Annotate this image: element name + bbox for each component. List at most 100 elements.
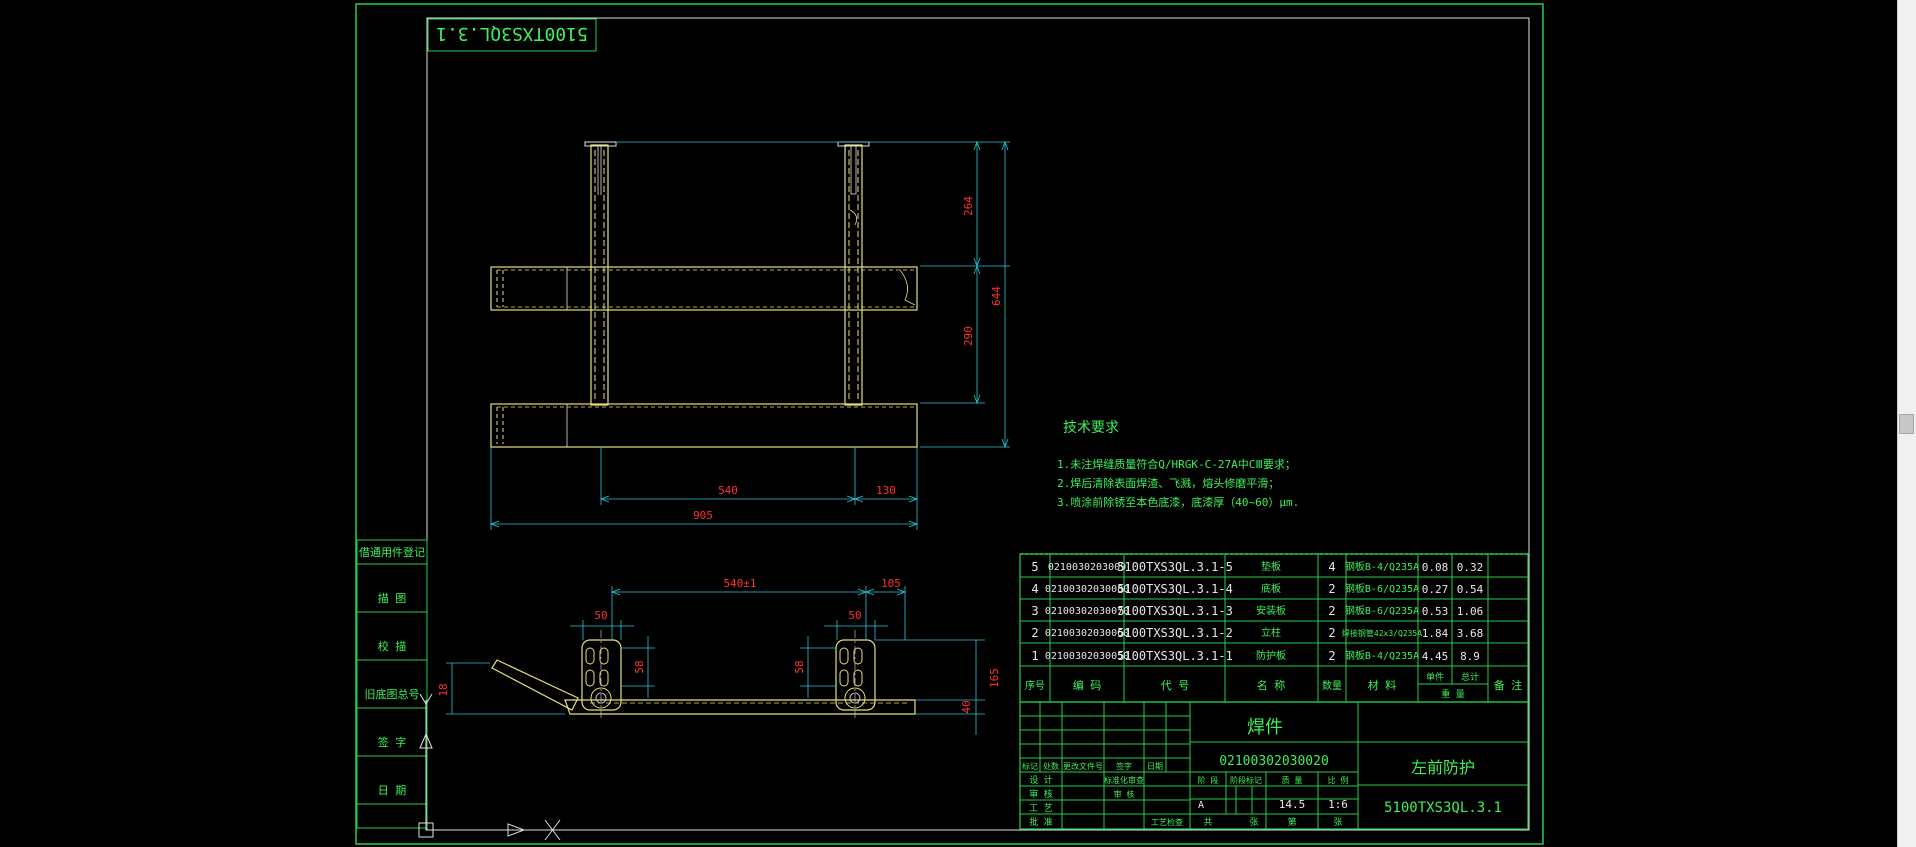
bom-header: 序号 编 码 代 号 名 称 数量 材 料 单件 总计 重 量 备 注	[1025, 671, 1522, 700]
tb-code: 02100302030020	[1219, 754, 1329, 769]
bom-cell: 焊接钢管42x3/Q235A	[1342, 628, 1422, 638]
tb-role: 设 计	[1029, 774, 1052, 786]
tb-role: 批 准	[1029, 816, 1052, 828]
dim-290: 290	[962, 326, 975, 346]
side-label-3: 旧底图总号	[365, 687, 420, 701]
tb-bottom-label: 第	[1287, 816, 1296, 828]
bom-cell: 02100302030080	[1045, 584, 1129, 595]
bom-cell: 0.32	[1457, 561, 1484, 574]
tb-mid-label: 阶段标记	[1230, 775, 1262, 785]
bom-header-cell: 备 注	[1494, 678, 1523, 692]
dim-540e1: 540±1	[723, 577, 756, 590]
bom-cell: 1	[1031, 649, 1038, 663]
bom-cell: 0210030203009	[1048, 562, 1126, 573]
tb-small-label: 签字	[1116, 761, 1132, 771]
bom-header-cell: 数量	[1322, 679, 1342, 692]
bom-cell: 5100TXS3QL.3.1-2	[1117, 626, 1233, 640]
title-block: 标记 处数 更改文件号 签字 日期 设 计 审 核 工 艺 批 准 工艺检查 标…	[1019, 701, 1529, 830]
tb-role: 工 艺	[1029, 803, 1052, 814]
mirrored-id-box	[427, 18, 597, 52]
bom-cell: 5100TXS3QL.3.1-3	[1117, 604, 1233, 618]
left-side-table: 借通用件登记 描 图 校 描 旧底图总号 签 字 日 期	[356, 539, 428, 829]
tb-small-label: 日期	[1147, 762, 1163, 771]
dim-50-left: 50	[594, 609, 607, 622]
dim-40: 40	[960, 700, 973, 713]
bom-cell: 安装板	[1256, 604, 1286, 617]
tb-bottom-label: 张	[1333, 817, 1342, 828]
dim-58-left: 58	[633, 660, 646, 673]
bom-cell: 02100302030060	[1045, 628, 1129, 639]
bom-cell: 3.68	[1457, 627, 1484, 640]
bom-cell: 垫板	[1261, 560, 1281, 573]
dim-905: 905	[693, 509, 713, 522]
scrollbar-thumb[interactable]	[1899, 414, 1914, 434]
dim-50-right: 50	[848, 609, 861, 622]
tb-bottom-label: 共	[1203, 817, 1212, 828]
plan-dimensions: 540±1 105 50 50 58 58 18 165 40	[437, 577, 1001, 735]
side-label-4: 签 字	[378, 735, 407, 749]
bom-cell: 2	[1328, 604, 1335, 618]
bom-header-cell: 序号	[1025, 679, 1045, 692]
bom-cell: 4	[1328, 560, 1335, 574]
bom-row: 3 02100302030070 5100TXS3QL.3.1-3 安装板 2 …	[1031, 604, 1483, 618]
bom-cell: 4.45	[1422, 650, 1449, 663]
dim-130: 130	[876, 484, 896, 497]
vertical-scrollbar[interactable]	[1897, 0, 1916, 847]
bom-header-cell: 总计	[1461, 671, 1479, 683]
tb-std-label: 审 核	[1114, 789, 1135, 799]
bom-header-cell: 编 码	[1073, 678, 1102, 692]
tb-name: 左前防护	[1411, 758, 1475, 777]
tb-mid-label: 阶 段	[1198, 775, 1219, 785]
tb-role: 审 核	[1029, 788, 1052, 800]
mirrored-id-text: 5100TXS3QL.3.1	[436, 23, 588, 44]
bom-cell: 钢板B-4/Q235A	[1345, 649, 1419, 662]
bom-cell: 2	[1031, 626, 1038, 640]
bom-rows: 5 0210030203009 5100TXS3QL.3.1-5 垫板 4 钢板…	[1031, 560, 1483, 663]
bom-cell: 底板	[1261, 582, 1281, 595]
tech-line-1: 1.未注焊缝质量符合Q/HRGK-C-27A中CⅢ要求；	[1057, 457, 1296, 471]
bom-header-cell: 名 称	[1257, 678, 1286, 692]
plan-view	[491, 630, 916, 718]
bom-cell: 8.9	[1460, 650, 1480, 663]
side-label-0: 借通用件登记	[359, 545, 425, 559]
bom-row: 2 02100302030060 5100TXS3QL.3.1-2 立柱 2 焊…	[1031, 626, 1483, 640]
bom-cell: 0.54	[1457, 583, 1484, 596]
tb-mid-label: 比 例	[1328, 775, 1349, 785]
tech-line-3: 3.喷涂前除锈至本色底漆，底漆厚（40~60）μm.	[1057, 495, 1299, 509]
bom-cell: 钢板B-4/Q235A	[1345, 560, 1419, 573]
bom-cell: 5100TXS3QL.3.1-5	[1117, 560, 1233, 574]
front-view	[490, 141, 918, 448]
dim-165: 165	[988, 668, 1001, 688]
ucs-icon	[418, 693, 561, 841]
dim-540: 540	[718, 484, 738, 497]
technical-requirements: 技术要求 1.未注焊缝质量符合Q/HRGK-C-27A中CⅢ要求； 2.焊后清除…	[1057, 420, 1299, 509]
tech-line-2: 2.焊后清除表面焊渣、飞溅，熔头修磨平滑；	[1057, 476, 1279, 490]
front-dimensions: 264 644 290 540 130 905	[489, 140, 1010, 530]
inner-frame	[426, 17, 1530, 831]
bom-cell: 钢板B-6/Q235A	[1345, 582, 1419, 595]
tb-small-label: 更改文件号	[1063, 761, 1103, 771]
bom-header-cell: 单件	[1426, 671, 1444, 683]
tech-title: 技术要求	[1063, 420, 1119, 436]
bom-cell: 钢板B-6/Q235A	[1345, 604, 1419, 617]
bom-cell: 5	[1031, 560, 1038, 574]
dim-644: 644	[990, 286, 1003, 306]
bom-cell: 5100TXS3QL.3.1-1	[1117, 649, 1233, 663]
tb-small-label: 处数	[1043, 761, 1059, 771]
bom-cell: 防护板	[1256, 649, 1286, 662]
dim-264: 264	[962, 196, 975, 216]
bom-header-cell: 材 料	[1368, 678, 1397, 692]
bom-row: 1 02100302030050 5100TXS3QL.3.1-1 防护板 2 …	[1031, 649, 1480, 663]
tb-small-label: 标记	[1022, 761, 1038, 771]
tb-std-label: 标准化审查	[1104, 775, 1144, 785]
dim-105: 105	[881, 577, 901, 590]
tb-weight: 14.5	[1279, 798, 1306, 811]
outer-frame	[355, 3, 1544, 845]
tb-bottom-label: 张	[1249, 817, 1258, 828]
bom-weight-label: 重 量	[1441, 688, 1464, 700]
bom-row: 5 0210030203009 5100TXS3QL.3.1-5 垫板 4 钢板…	[1031, 560, 1483, 574]
bom-cell: 1.06	[1457, 605, 1484, 618]
bom-cell: 1.84	[1422, 627, 1449, 640]
side-label-5: 日 期	[378, 784, 407, 797]
